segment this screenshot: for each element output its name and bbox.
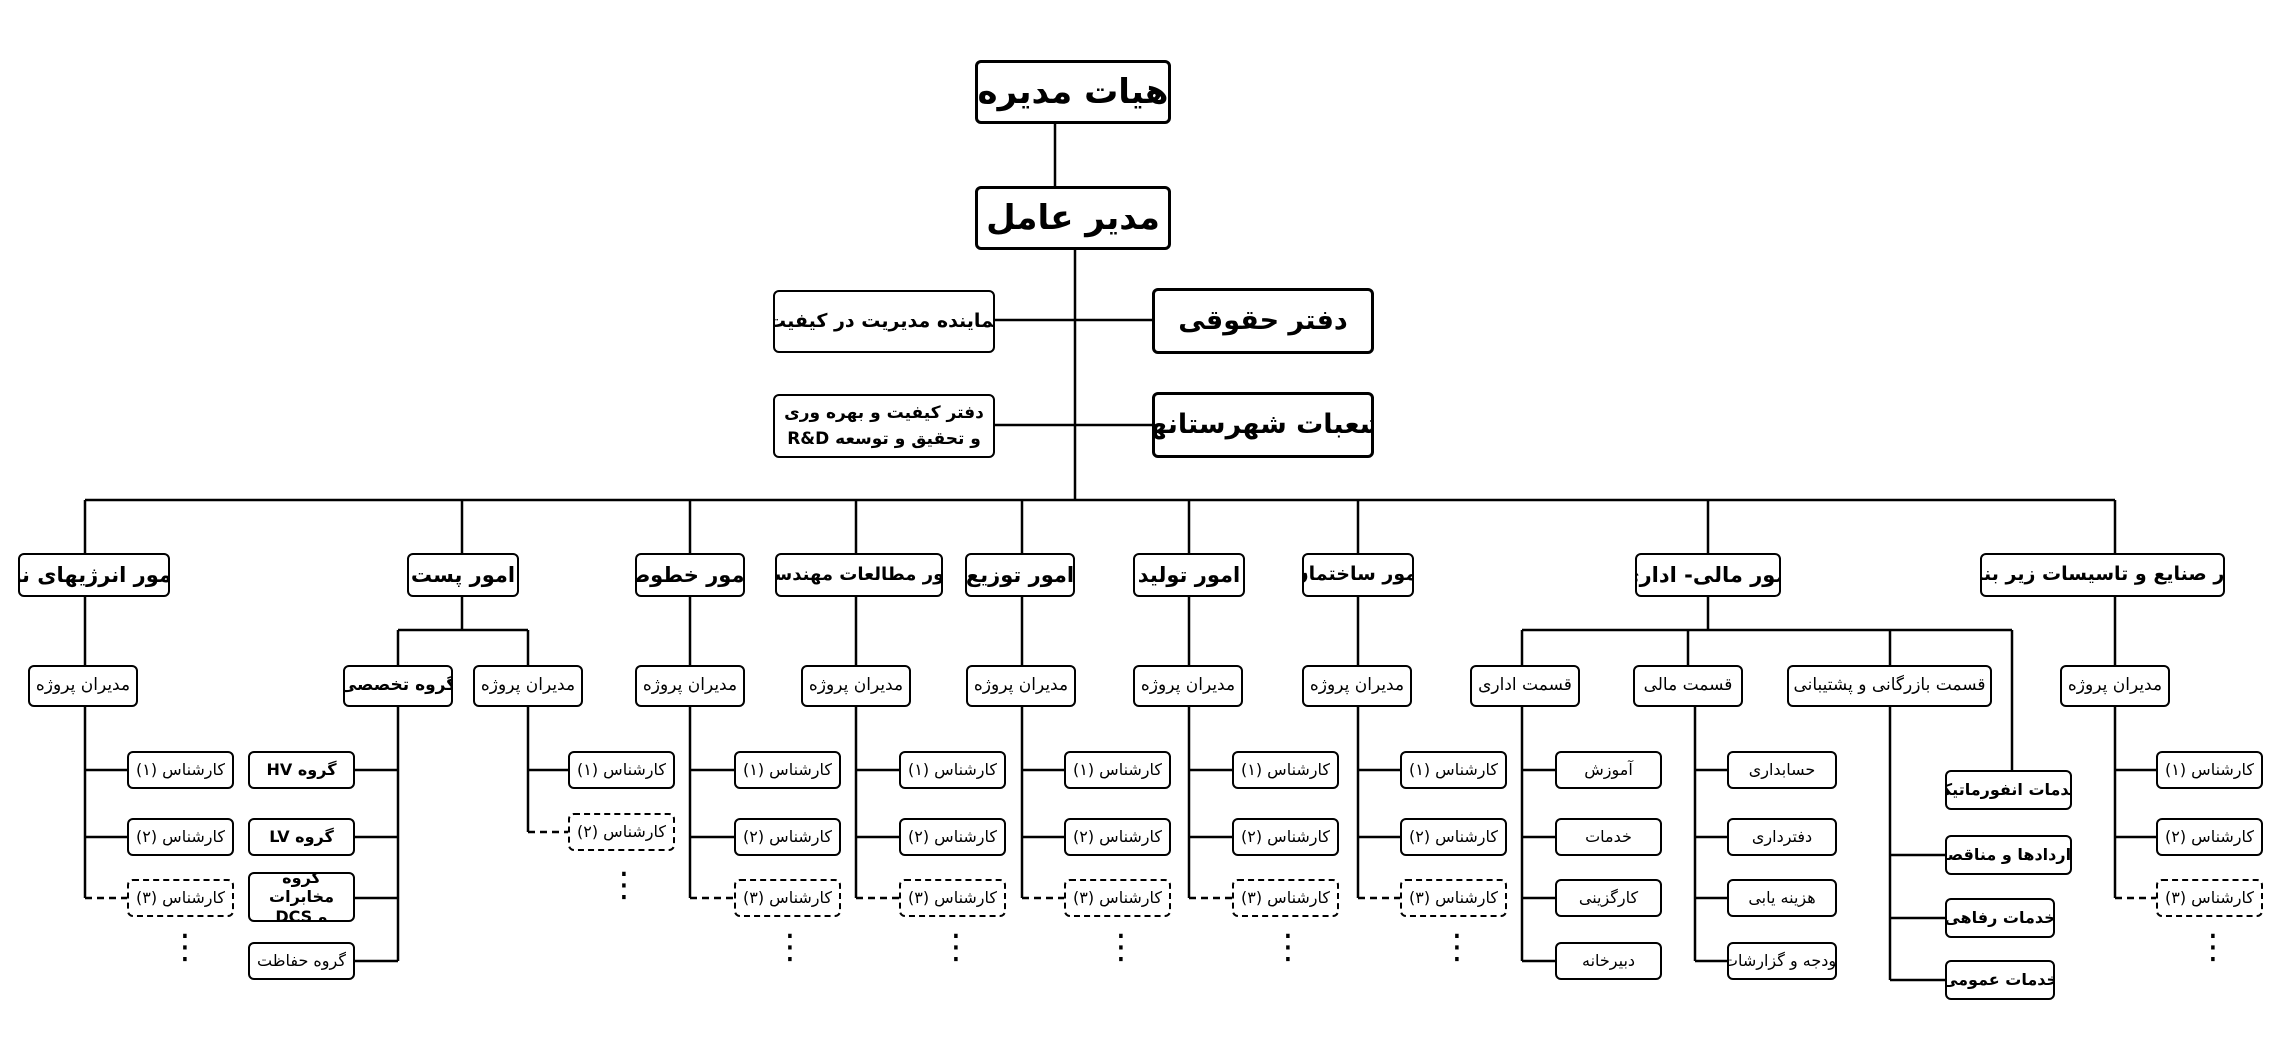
distribution-expert-1: کارشناس (۱): [1064, 751, 1171, 789]
industries-expert-3: کارشناس (۳): [2156, 879, 2263, 917]
dept-lines: امور خطوط: [635, 553, 745, 597]
contracts-tenders: قراردادها و مناقصات: [1945, 835, 2072, 875]
commerce-support-section: قسمت بازرگانی و پشتیبانی: [1787, 665, 1992, 707]
dept-post: امور پست: [407, 553, 519, 597]
distribution-expert-2: کارشناس (۲): [1064, 818, 1171, 856]
engineering-more-ellipsis: ⋮: [939, 927, 973, 967]
admin-services: خدمات: [1555, 818, 1662, 856]
board-box: هیات مدیره: [975, 60, 1171, 124]
engineering-expert-2: کارشناس (۲): [899, 818, 1006, 856]
admin-hr: کارگزینی: [1555, 879, 1662, 917]
industries-more-ellipsis: ⋮: [2196, 927, 2230, 967]
construction-expert-3: کارشناس (۳): [1400, 879, 1507, 917]
distribution-expert-3: کارشناس (۳): [1064, 879, 1171, 917]
post-specialist-group: گروه تخصصی: [343, 665, 453, 707]
industries-expert-2: کارشناس (۲): [2156, 818, 2263, 856]
lines-expert-1: کارشناس (۱): [734, 751, 841, 789]
dept-finance-admin: امور مالی- اداری: [1635, 553, 1781, 597]
lines-expert-3: کارشناس (۳): [734, 879, 841, 917]
construction-project-managers: مدیران پروژه: [1302, 665, 1412, 707]
quality-rd-office-box: دفتر کیفیت و بهره وری و تحقیق و توسعه R&…: [773, 394, 995, 458]
post-more-ellipsis: ⋮: [607, 865, 641, 905]
admin-training: آموزش: [1555, 751, 1662, 789]
quality-rep-box: نماینده مدیریت در کیفیت: [773, 290, 995, 353]
post-project-managers: مدیران پروژه: [473, 665, 583, 707]
dept-distribution: امور توزیع: [965, 553, 1075, 597]
distribution-project-managers: مدیران پروژه: [966, 665, 1076, 707]
production-expert-2: کارشناس (۲): [1232, 818, 1339, 856]
renewables-more-ellipsis: ⋮: [168, 927, 202, 967]
finance-bookkeeping: دفترداری: [1727, 818, 1837, 856]
lines-more-ellipsis: ⋮: [773, 927, 807, 967]
renewables-expert-1: کارشناس (۱): [127, 751, 234, 789]
production-project-managers: مدیران پروژه: [1133, 665, 1243, 707]
engineering-expert-3: کارشناس (۳): [899, 879, 1006, 917]
dept-production: امور تولید: [1133, 553, 1245, 597]
construction-expert-2: کارشناس (۲): [1400, 818, 1507, 856]
production-expert-3: کارشناس (۳): [1232, 879, 1339, 917]
admin-section: قسمت اداری: [1470, 665, 1580, 707]
finance-budget-reports: بودجه و گزارشات: [1727, 942, 1837, 980]
post-hv-group: گروه HV: [248, 751, 355, 789]
lines-project-managers: مدیران پروژه: [635, 665, 745, 707]
engineering-project-managers: مدیران پروژه: [801, 665, 911, 707]
dept-renewables: امور انرژیهای نو: [18, 553, 170, 597]
finance-accounting: حسابداری: [1727, 751, 1837, 789]
welfare-services: خدمات رفاهی: [1945, 898, 2055, 938]
engineering-expert-1: کارشناس (۱): [899, 751, 1006, 789]
ceo-box: مدیر عامل: [975, 186, 1171, 250]
construction-more-ellipsis: ⋮: [1440, 927, 1474, 967]
dept-construction: امور ساختمان: [1302, 553, 1414, 597]
industries-project-managers: مدیران پروژه: [2060, 665, 2170, 707]
it-services: خدمات انفورماتیک: [1945, 770, 2072, 810]
production-more-ellipsis: ⋮: [1271, 927, 1305, 967]
construction-expert-1: کارشناس (۱): [1400, 751, 1507, 789]
post-expert-2: کارشناس (۲): [568, 813, 675, 851]
finance-section: قسمت مالی: [1633, 665, 1743, 707]
distribution-more-ellipsis: ⋮: [1104, 927, 1138, 967]
finance-costing: هزینه یابی: [1727, 879, 1837, 917]
legal-office-box: دفتر حقوقی: [1152, 288, 1374, 354]
post-telecom-dcs-group: گروه مخابرات و DCS: [248, 872, 355, 922]
lines-expert-2: کارشناس (۲): [734, 818, 841, 856]
renewables-expert-3: کارشناس (۳): [127, 879, 234, 917]
city-branches-box: شعبات شهرستانها: [1152, 392, 1374, 458]
production-expert-1: کارشناس (۱): [1232, 751, 1339, 789]
post-protection-group: گروه حفاظت: [248, 942, 355, 980]
dept-engineering: امور مطالعات مهندسی: [775, 553, 943, 597]
industries-expert-1: کارشناس (۱): [2156, 751, 2263, 789]
public-services: خدمات عمومی: [1945, 960, 2055, 1000]
connector-lines: [83, 124, 2156, 982]
post-expert-1: کارشناس (۱): [568, 751, 675, 789]
dept-industries: امور صنایع و تاسیسات زیر بنایی: [1980, 553, 2225, 597]
renewables-project-managers: مدیران پروژه: [28, 665, 138, 707]
admin-secretariat: دبیرخانه: [1555, 942, 1662, 980]
post-lv-group: گروه LV: [248, 818, 355, 856]
renewables-expert-2: کارشناس (۲): [127, 818, 234, 856]
